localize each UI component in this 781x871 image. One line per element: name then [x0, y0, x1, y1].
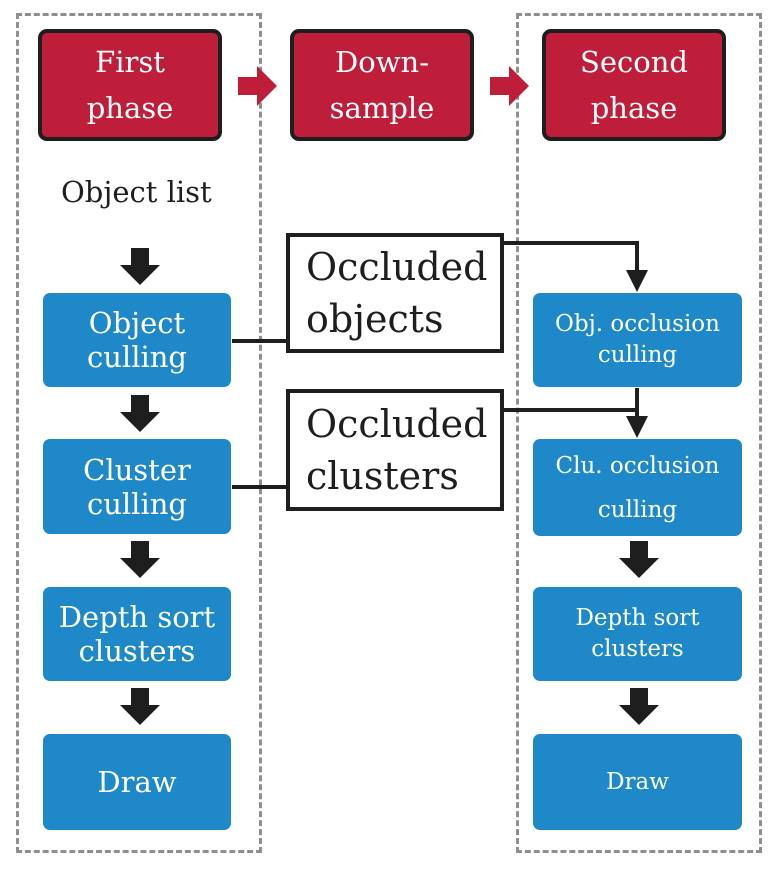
- cluster-culling-box: Cluster culling: [43, 439, 231, 534]
- down-arrow-object-culling: [120, 395, 160, 432]
- object-list-label: Object list: [61, 175, 212, 209]
- depth-sort-clusters-2-box: Depth sort clusters: [533, 587, 742, 681]
- draw-2-box: Draw: [533, 734, 742, 830]
- occluded-objects-label: Occluded objects: [306, 245, 488, 341]
- second-phase-group: [516, 13, 762, 853]
- draw-box: Draw: [43, 734, 231, 830]
- line-occluded-clusters-to-clu-occlusion: [500, 408, 639, 418]
- down-arrow-object-list: [120, 248, 160, 285]
- depth-sort-clusters-label: Depth sort clusters: [58, 600, 216, 668]
- draw-label: Draw: [97, 765, 177, 799]
- draw-2-label: Draw: [606, 768, 669, 795]
- occluded-clusters-box: Occluded clusters: [286, 389, 504, 511]
- obj-occlusion-culling-label: Obj. occlusion culling: [555, 311, 720, 368]
- clu-occlusion-culling-label: Clu. occlusion culling: [555, 452, 720, 523]
- arrowhead-clu-occlusion: [626, 416, 648, 438]
- second-phase-label: Second phase: [580, 45, 688, 125]
- down-arrow-cluster-culling: [120, 541, 160, 578]
- downsample-label: Down- sample: [329, 45, 435, 125]
- first-phase-box: First phase: [38, 29, 222, 141]
- cluster-culling-label: Cluster culling: [83, 452, 191, 521]
- occluded-objects-box: Occluded objects: [286, 233, 504, 353]
- first-phase-group: [16, 13, 262, 853]
- depth-sort-clusters-box: Depth sort clusters: [43, 587, 231, 681]
- down-arrow-depth-sort: [120, 688, 160, 725]
- downsample-box: Down- sample: [290, 29, 474, 141]
- second-phase-box: Second phase: [542, 29, 726, 141]
- first-phase-label: First phase: [86, 45, 174, 125]
- arrowhead-obj-occlusion: [626, 270, 648, 292]
- down-arrow-clu-occlusion: [619, 541, 659, 578]
- phase-arrow-1: [238, 66, 277, 106]
- phase-arrow-2: [490, 66, 529, 106]
- object-culling-label: Object culling: [87, 306, 187, 374]
- obj-occlusion-culling-box: Obj. occlusion culling: [533, 293, 742, 387]
- clu-occlusion-culling-box: Clu. occlusion culling: [533, 439, 742, 536]
- depth-sort-clusters-2-label: Depth sort clusters: [575, 605, 700, 662]
- occluded-clusters-label: Occluded clusters: [306, 402, 488, 498]
- object-culling-box: Object culling: [43, 293, 231, 387]
- line-occluded-objects-to-obj-occlusion: [500, 241, 639, 272]
- down-arrow-depth-sort-2: [619, 688, 659, 725]
